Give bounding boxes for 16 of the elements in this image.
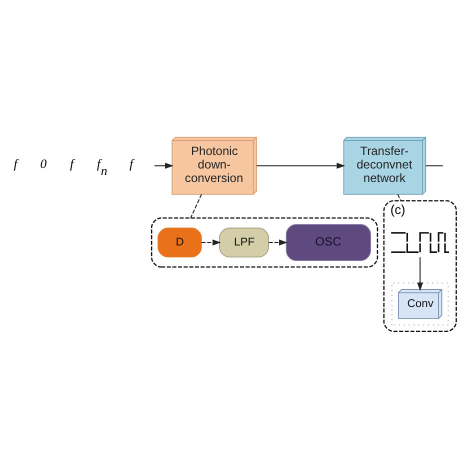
arrow: [256, 162, 346, 168]
cluster: [150, 216, 378, 268]
arrow: [268, 239, 288, 246]
node-box: D: [158, 227, 202, 257]
node-box: LPF: [219, 227, 269, 257]
connector: [426, 164, 443, 166]
label: f: [70, 156, 74, 171]
label: 0: [40, 156, 47, 171]
arrow: [202, 239, 222, 246]
label: f: [129, 156, 134, 171]
label: f: [14, 156, 18, 171]
connector: [190, 194, 202, 218]
arrow: [154, 162, 174, 168]
node-box: OSC: [286, 224, 372, 261]
arrow: [417, 256, 424, 290]
connector: [397, 194, 402, 200]
